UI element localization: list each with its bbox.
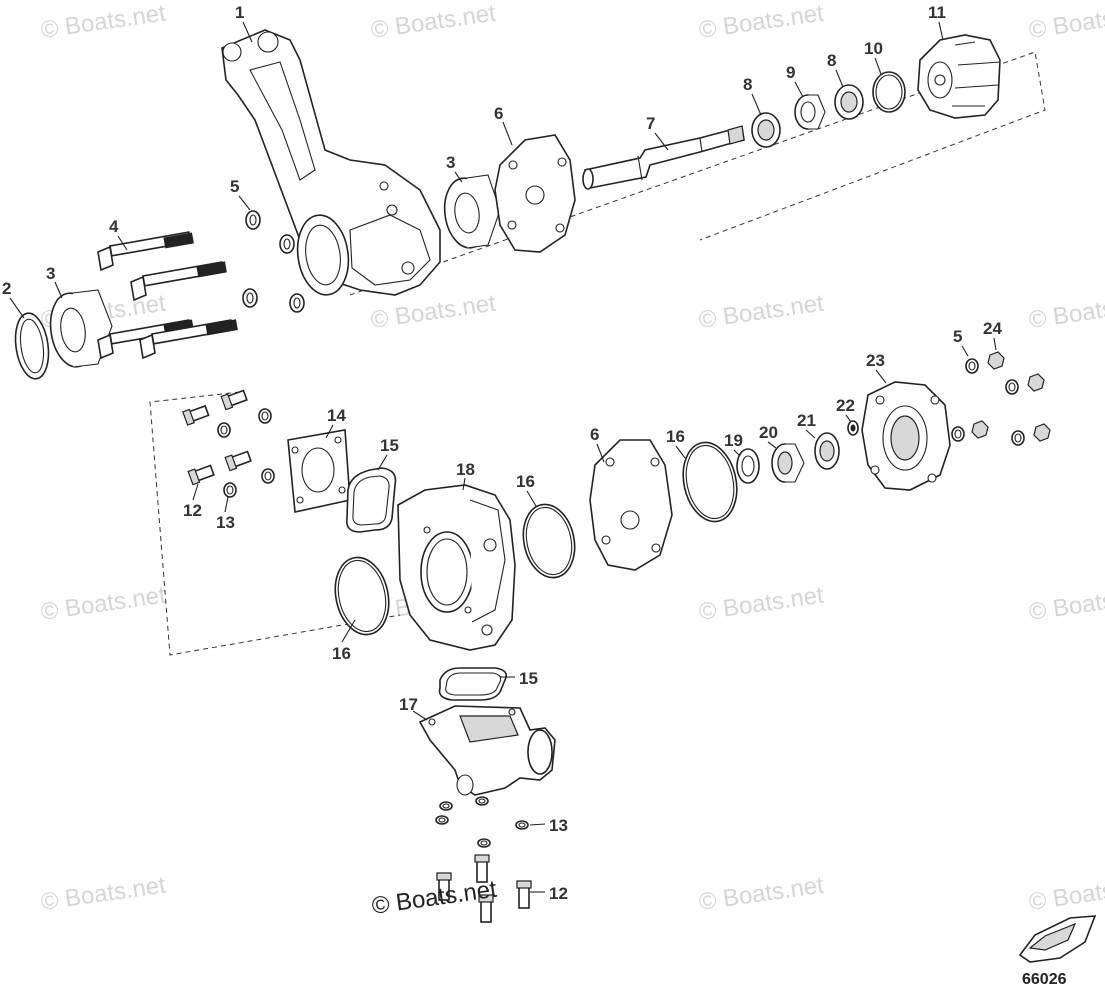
callout-10: 10 — [864, 39, 883, 58]
callout-labels: 1 2 3 3 4 5 5 6 6 7 8 8 9 10 11 12 12 13… — [2, 3, 1002, 903]
upper-alignment-line — [349, 51, 1046, 296]
callout-4: 4 — [109, 217, 119, 236]
part-9-spacer — [794, 94, 826, 130]
callout-16: 16 — [666, 427, 685, 446]
callout-20: 20 — [759, 423, 778, 442]
part-4-bolts — [97, 231, 238, 360]
watermark: © Boats.net — [39, 0, 168, 44]
callout-8: 8 — [743, 75, 752, 94]
part-15-gasket-lower — [438, 667, 508, 701]
callout-6: 6 — [494, 104, 503, 123]
part-2-retaining-ring — [14, 312, 50, 380]
callout-16: 16 — [332, 644, 351, 663]
callout-12: 12 — [549, 884, 568, 903]
part-8-seals — [751, 84, 864, 148]
watermark: © Boats.net — [1027, 290, 1105, 334]
callout-1: 1 — [235, 3, 244, 22]
part-17-elbow — [418, 705, 556, 796]
callout-15: 15 — [380, 436, 399, 455]
callout-12: 12 — [183, 501, 202, 520]
watermark: © Boats.net — [369, 290, 498, 334]
callout-16: 16 — [516, 472, 535, 491]
callout-3: 3 — [46, 264, 55, 283]
callout-13: 13 — [216, 513, 235, 532]
alignment-lines — [149, 51, 1046, 656]
callout-5: 5 — [953, 327, 962, 346]
watermark: © Boats.net — [39, 582, 168, 626]
callout-22: 22 — [836, 396, 855, 415]
callout-23: 23 — [866, 351, 885, 370]
lower-alignment-line — [149, 391, 401, 656]
callout-6: 6 — [590, 425, 599, 444]
callout-18: 18 — [456, 460, 475, 479]
part-6-plate-upper — [494, 134, 576, 253]
part-16-o-rings — [334, 441, 738, 636]
part-22-small-seal — [847, 420, 859, 436]
part-20-bearing — [771, 443, 805, 483]
callout-7: 7 — [646, 114, 655, 133]
watermark: © Boats.net — [697, 0, 826, 44]
leader-lines — [9, 21, 997, 893]
watermark: © Boats.net — [1027, 872, 1105, 916]
callout-14: 14 — [327, 406, 346, 425]
part-21-seal — [814, 432, 840, 470]
callout-9: 9 — [786, 63, 795, 82]
part-23-cover — [861, 381, 951, 491]
watermark: © Boats.net — [697, 582, 826, 626]
boat-icon — [1018, 915, 1097, 963]
watermark: © Boats.net — [39, 872, 168, 916]
part-5-washers-upper — [242, 210, 305, 313]
callout-8: 8 — [827, 51, 836, 70]
callout-11: 11 — [928, 3, 946, 22]
part-12-screws-left — [182, 389, 252, 486]
part-19-spacer — [736, 448, 760, 484]
part-1-bracket — [221, 29, 441, 296]
part-5-washers-lower — [951, 358, 1025, 446]
figure-number: 66026 — [1022, 971, 1067, 988]
callout-15: 15 — [519, 669, 538, 688]
part-3-bearing-center — [443, 174, 501, 249]
watermark: © Boats.net — [1027, 582, 1105, 626]
part-11-impeller — [917, 34, 1001, 119]
part-12-screws-bottom — [436, 854, 532, 923]
part-10-o-ring — [872, 71, 906, 113]
callout-24: 24 — [983, 319, 1002, 338]
part-13-washers-bottom — [435, 796, 529, 848]
callout-13: 13 — [549, 816, 568, 835]
callout-19: 19 — [724, 431, 743, 450]
callout-3: 3 — [446, 153, 455, 172]
watermark: © Boats.net — [1027, 0, 1105, 44]
callout-2: 2 — [2, 279, 11, 298]
part-7-shaft — [582, 125, 745, 190]
callout-21: 21 — [797, 411, 816, 430]
watermark: © Boats.net — [697, 290, 826, 334]
watermark: © Boats.net — [369, 0, 498, 44]
part-18-housing — [397, 484, 516, 651]
callout-5: 5 — [230, 177, 239, 196]
callout-17: 17 — [399, 695, 418, 714]
watermark: © Boats.net — [697, 872, 826, 916]
part-6-plate-lower — [589, 439, 673, 571]
part-24-nuts — [971, 351, 1051, 442]
part-15-gasket-upper — [345, 467, 397, 533]
part-13-washers-left — [217, 408, 275, 498]
copyright-label: © Boats.net — [370, 876, 499, 920]
part-14-plate — [287, 429, 351, 513]
